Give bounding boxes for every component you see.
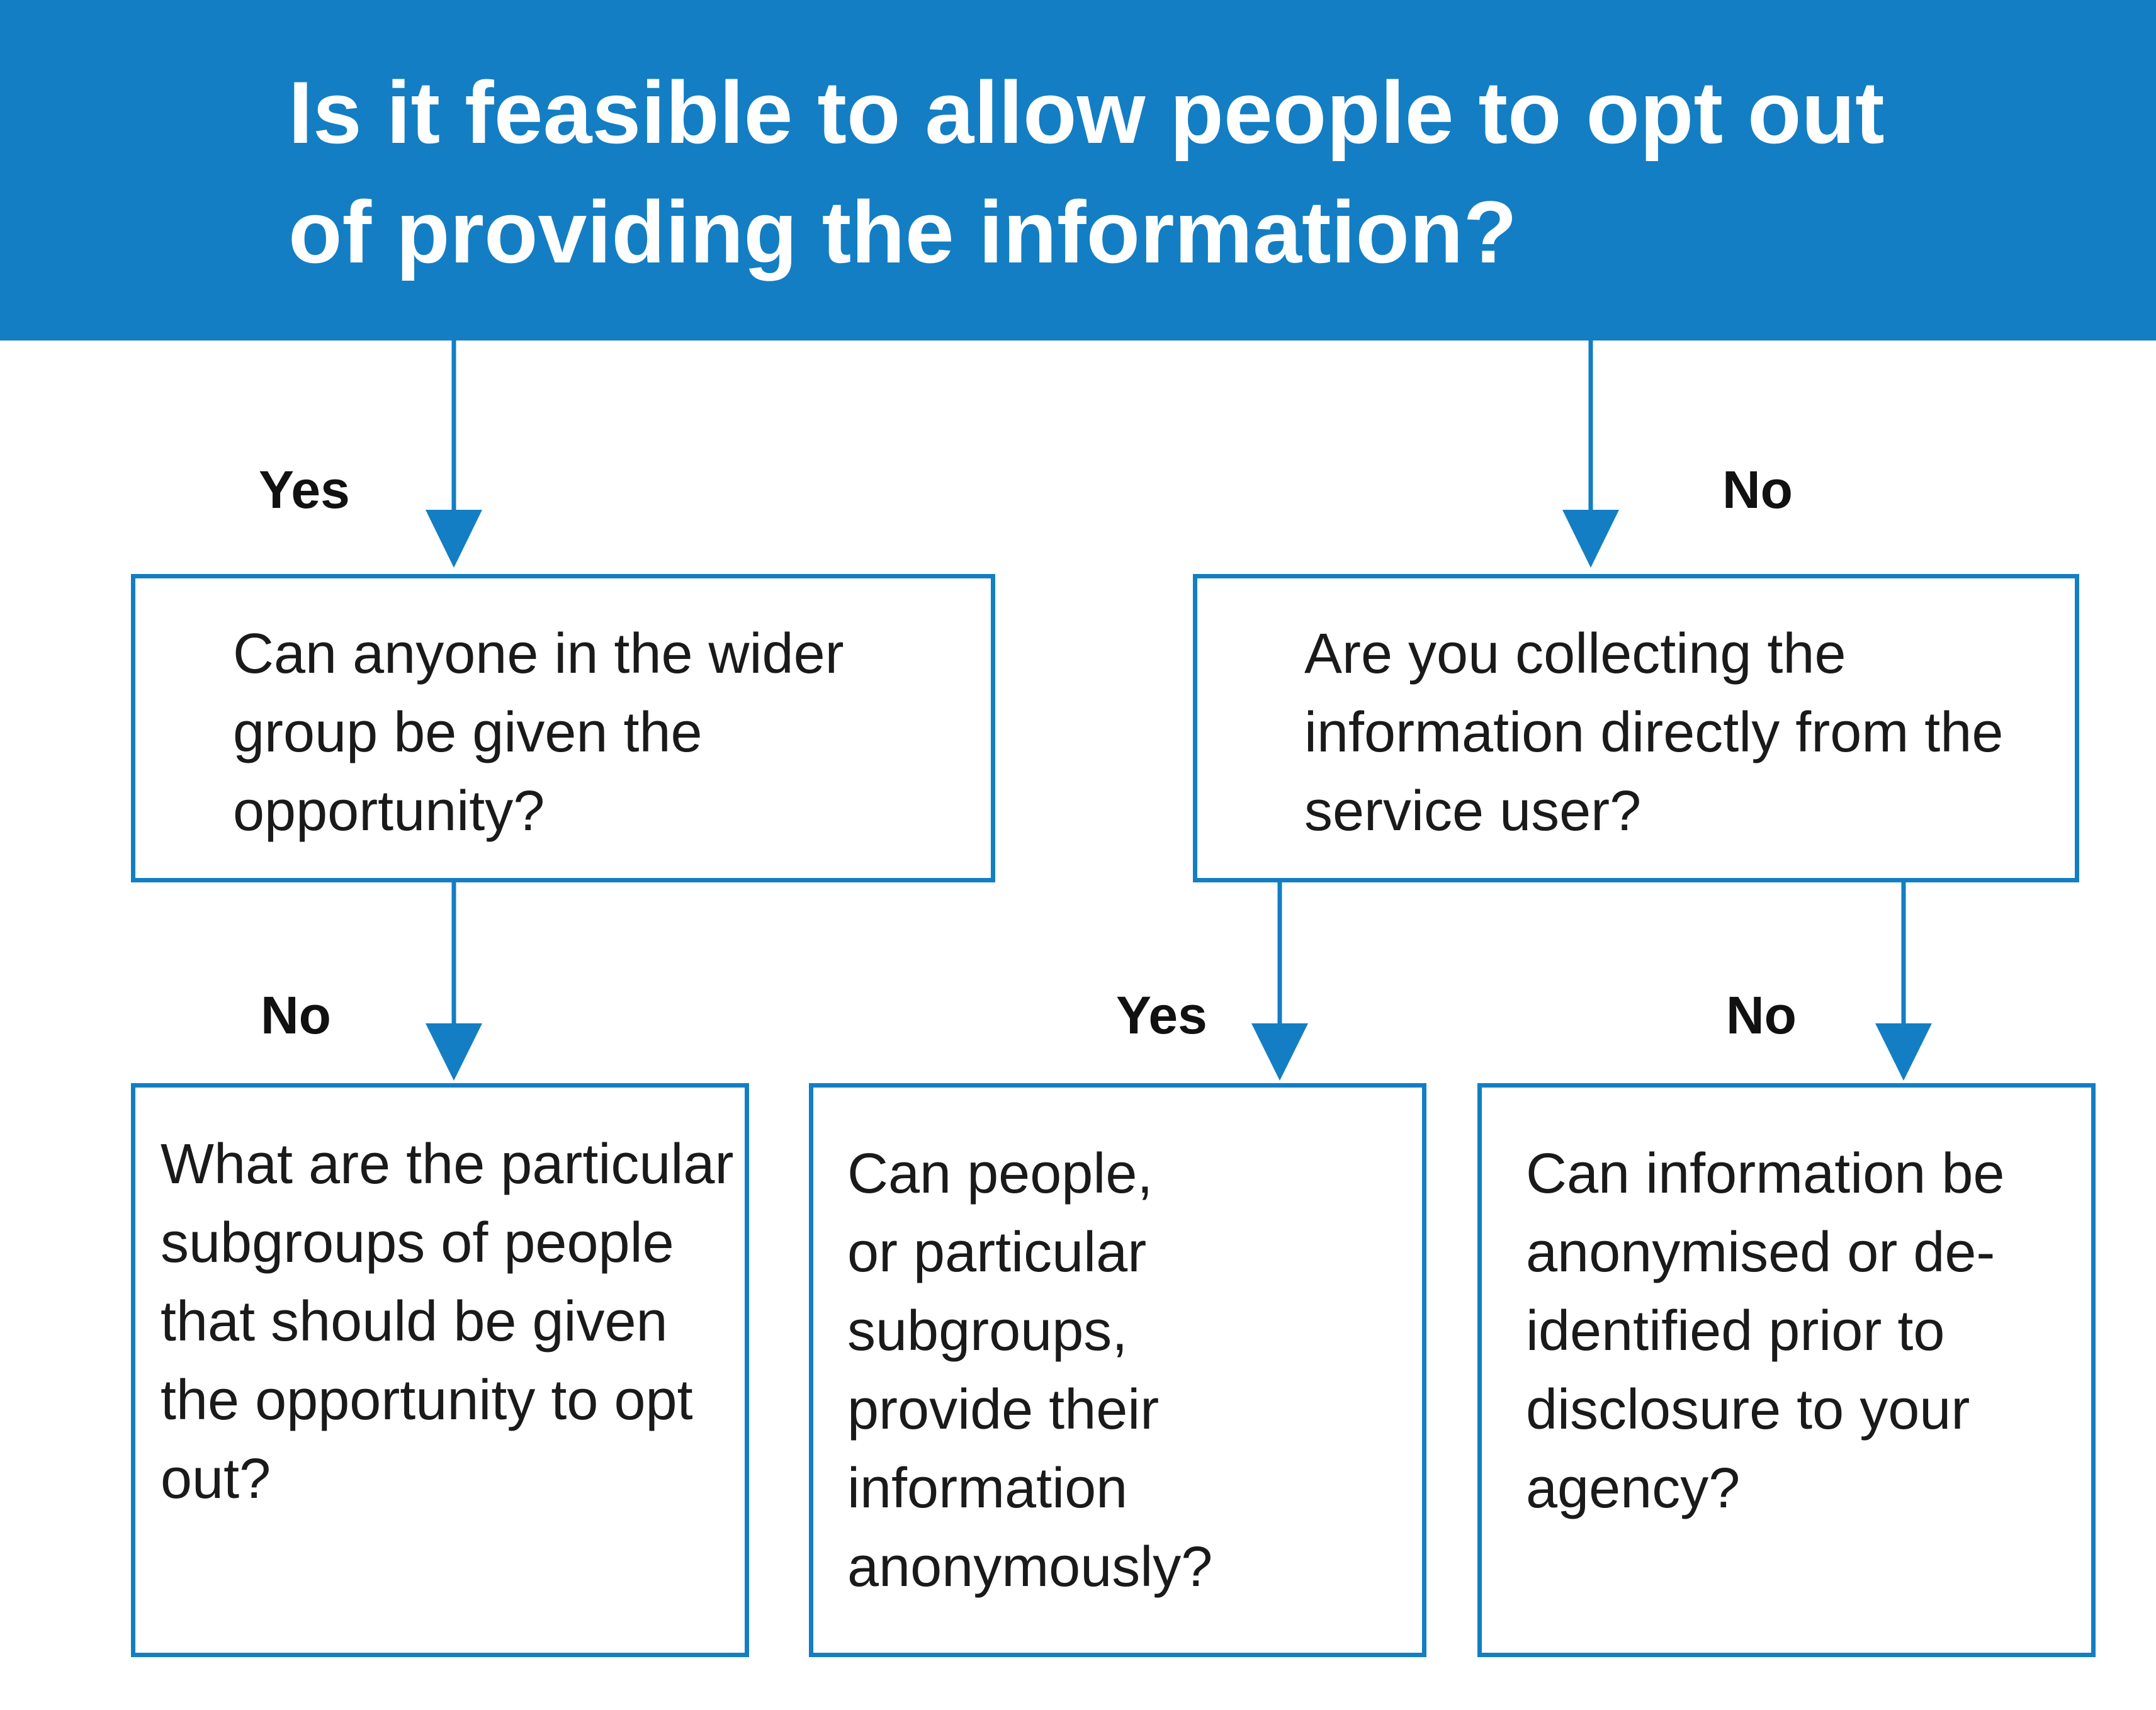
question-collecting-directly: Are you collecting the information direc… [1304,622,2004,843]
arrowhead-left-no [426,1023,482,1081]
question-subgroups-opt-out: What are the particular subgroups of peo… [161,1133,734,1510]
branch-label-right-no: No [1726,986,1797,1045]
branch-label-left-no: No [261,986,331,1045]
arrowhead-top-no [1562,510,1619,568]
branch-label-top-yes: Yes [259,460,350,519]
arrowhead-right-no [1875,1023,1932,1081]
question-wider-group: Can anyone in the wider group be given t… [233,622,844,843]
question-anonymously: Can people, or particular subgroups, pro… [847,1142,1213,1599]
question-box-de-identified: Can information be anonymised or de-iden… [1477,1083,2096,1657]
question-box-collecting-directly: Are you collecting the information direc… [1193,574,2079,882]
arrowhead-top-yes [426,510,482,568]
question-box-subgroups-opt-out: What are the particular subgroups of peo… [131,1083,749,1657]
title-banner: Is it feasible to allow people to opt ou… [0,0,2156,340]
diagram-title: Is it feasible to allow people to opt ou… [288,63,1885,281]
question-box-anonymously: Can people, or particular subgroups, pro… [809,1083,1426,1657]
question-de-identified: Can information be anonymised or de-iden… [1526,1142,2005,1520]
branch-label-top-no: No [1722,460,1793,519]
question-box-wider-group: Can anyone in the wider group be given t… [131,574,995,882]
arrowhead-right-yes [1251,1023,1308,1081]
branch-label-right-yes: Yes [1116,986,1207,1045]
